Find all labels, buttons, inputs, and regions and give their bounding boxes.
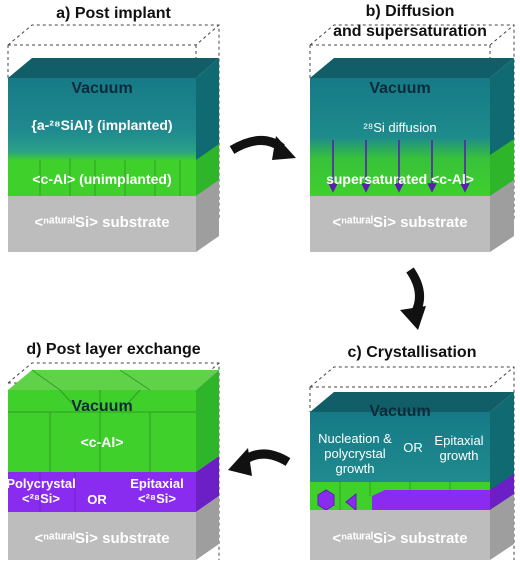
panel-b-title-line2: and supersaturation — [333, 23, 487, 40]
panel-d-substrate-label: <ⁿᵃᵗᵘʳᵃˡSi> substrate — [34, 530, 170, 547]
panel-b-vacuum-label: Vacuum — [369, 80, 431, 97]
panel-d-block — [7, 362, 220, 560]
arrow-c-to-d — [228, 448, 291, 476]
panel-d-epitaxial-label: Epitaxial <²⁸Si> — [130, 476, 184, 506]
panel-d-or-label: OR — [87, 492, 107, 507]
panel-c-epitaxial-label: Epitaxial growth — [434, 433, 484, 463]
panel-a-vacuum-label: Vacuum — [71, 80, 133, 97]
panel-b-supersaturated-label: supersaturated <c-Al> — [326, 171, 474, 187]
panel-c-nucleation-label: Nucleation & polycrystal growth — [318, 431, 392, 476]
panel-c-substrate-label: <ⁿᵃᵗᵘʳᵃˡSi> substrate — [332, 530, 468, 547]
panel-c-block — [309, 366, 515, 560]
panel-a-title: a) Post implant — [56, 5, 171, 22]
arrow-b-to-c — [400, 267, 426, 330]
panel-d-vacuum-label: Vacuum — [71, 398, 133, 415]
arrow-a-to-b — [229, 136, 296, 160]
panel-d-polycrystal-label: Polycrystal <²⁸Si> — [6, 476, 76, 506]
panel-b-substrate-label: <ⁿᵃᵗᵘʳᵃˡSi> substrate — [332, 214, 468, 231]
panel-d-cal-label: <c-Al> — [80, 434, 124, 450]
panel-b-diffusion-label: ²⁸Si diffusion — [363, 120, 437, 135]
panel-a-substrate-label: <ⁿᵃᵗᵘʳᵃˡSi> substrate — [34, 214, 170, 231]
panel-a-unimplanted-label: <c-Al> (unimplanted) — [32, 171, 172, 187]
panel-b-block — [309, 24, 515, 252]
panel-c-or-label: OR — [403, 440, 423, 455]
panel-b-title-line1: b) Diffusion — [365, 3, 455, 20]
panel-c-vacuum-label: Vacuum — [369, 403, 431, 420]
panel-a-block — [7, 24, 220, 252]
panel-d-title: d) Post layer exchange — [26, 341, 201, 358]
panel-c-title: c) Crystallisation — [347, 344, 477, 361]
panel-a-implanted-label: {a-²⁸SiAl} (implanted) — [31, 117, 173, 133]
